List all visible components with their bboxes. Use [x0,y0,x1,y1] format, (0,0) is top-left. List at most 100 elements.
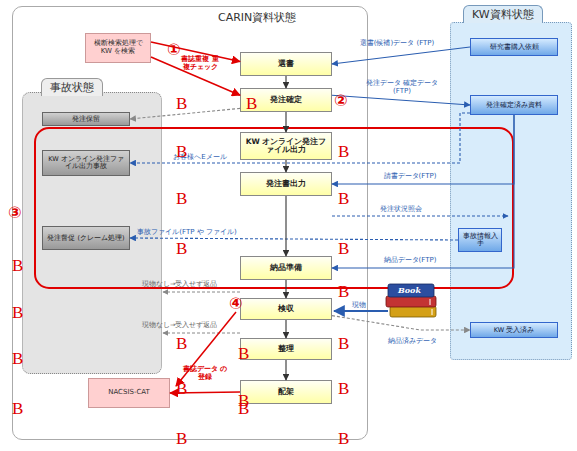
connector [285,280,286,298]
kw-box: 研究書購入依頼 [470,38,558,56]
flow-note: 現物なし→受入せず返品 [142,321,242,330]
node-label: 発注書出力 [266,180,306,188]
node-label: KW 受入済み [494,327,535,334]
watermark-letter: B [338,190,349,207]
connector [332,115,514,268]
incident-box: KW オンライン発注ファイル出力事故 [42,150,130,176]
connector [130,108,240,119]
callout-number: ③ [8,205,22,221]
delivery-line [334,310,388,312]
connector [285,320,286,338]
book-illustration [386,284,436,317]
connector [332,115,514,184]
kw-box: 事故情報入手 [458,228,502,252]
watermark-letter: B [246,95,257,112]
node-label: 検収 [278,305,294,313]
external-box: 横断検索処理で KW を検索 [85,33,151,63]
watermark-letter: B [238,392,249,409]
incident-box: 発注督促 (クレーム処理) [42,226,130,250]
edge-label: 選書(候補)データ (FTP) [352,40,442,48]
node-label: 選書 [278,60,294,68]
state-region: CARIN資料状態事故状態発注保留 KW オンライン発注ファイル出力事故発注督促 … [12,6,368,440]
flow-note: 現物なし→受入せず返品 [142,280,242,289]
watermark-letter: B [338,430,349,447]
region-heading: CARIN資料状態 [218,10,296,25]
watermark-letter: B [338,143,349,160]
connector [285,76,286,88]
external-box: NACSIS-CAT [88,378,170,408]
callout-number: ② [334,93,348,109]
node-label: 整理 [278,345,294,353]
return-line [163,292,240,293]
node-label: 発注督促 (クレーム処理) [47,235,124,242]
red-note: 書誌データ の登録 [182,366,228,381]
book-text: Book [398,285,421,295]
flow-note: 現物 [352,300,366,310]
node-label: KW オンライン発注ファイル出力 [243,138,329,154]
node-label: 配架 [278,388,294,396]
watermark-letter: B [176,143,187,160]
connector [285,160,286,172]
connector [170,392,240,393]
connector [332,47,470,64]
process-box: 発注確定 [240,88,332,112]
connector [285,360,286,380]
watermark-letter: B [176,335,187,352]
watermark-letter: B [12,400,23,417]
node-label: KW オンライン発注ファイル出力事故 [45,156,127,170]
process-box: KW オンライン発注ファイル出力 [240,132,332,160]
watermark-letter: B [338,335,349,352]
kw-box: 発注確定済み資料 [470,95,558,115]
watermark-letter: B [176,380,187,397]
kw-box: KW 受入済み [470,322,558,338]
incident-box: 発注保留 [42,112,130,126]
edge-label: 納品データ(FTP) [370,257,450,265]
process-box: 配架 [240,380,332,404]
node-label: 横断検索処理で KW を検索 [88,40,148,55]
connector [151,57,240,95]
watermark-letter: B [12,257,23,274]
connector [285,112,286,132]
edge-label: 事故ファイル(FTP や ファイル) [132,229,242,237]
edge-label: お客様へEメール [165,154,235,162]
watermark-letter: B [176,190,187,207]
node-label: 発注確定 [270,96,302,104]
process-box: 納品準備 [240,256,332,280]
watermark-letter: B [338,283,349,300]
callout-number: ④ [229,296,243,312]
callout-leader [176,312,236,386]
edge-label: 発注データ 確定データ (FTP) [362,80,442,95]
process-box: 選書 [240,52,332,76]
node-label: 発注確定済み資料 [486,102,542,109]
watermark-letter: B [238,400,249,417]
region-outline [35,128,513,288]
watermark-letter: B [338,240,349,257]
node-label: 発注保留 [72,116,100,123]
watermark-letter: B [176,95,187,112]
watermark-letter: B [12,304,23,321]
region-heading: 事故状態 [41,78,103,96]
process-box: 発注書出力 [240,172,332,196]
callout-number: ① [167,42,181,58]
connector [332,95,470,105]
node-label: 事故情報入手 [461,233,499,247]
node-label: 研究書購入依頼 [490,44,539,51]
node-label: NACSIS-CAT [108,389,150,397]
connector [130,113,470,163]
edge-label: 納品済みデータ [372,338,452,346]
edge-label: 請書データ(FTP) [370,173,450,181]
connector [332,316,470,330]
return-line [163,333,240,334]
watermark-letter: B [176,240,187,257]
query-line [332,216,508,217]
connector [285,196,286,256]
region-heading: KW資料状態 [463,5,543,23]
flow-note: 発注状況照会 [380,204,422,214]
watermark-letter: B [238,345,249,362]
state-region: KW資料状態研究書購入依頼発注確定済み資料事故情報入手KW 受入済み [450,22,572,360]
watermark-letter: B [12,350,23,367]
watermark-letter: B [338,380,349,397]
